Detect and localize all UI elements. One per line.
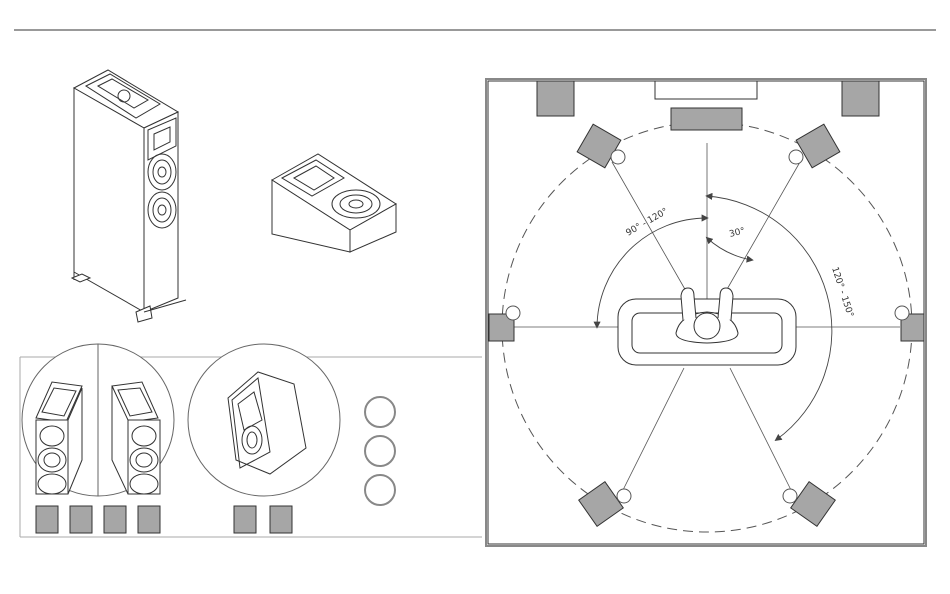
floor-standing-speaker-icon: [72, 70, 186, 322]
speaker-options-panel: [20, 344, 482, 537]
option-circle-icon: [365, 397, 395, 427]
subwoofer-left: [537, 81, 574, 116]
screen: [655, 81, 757, 99]
speaker-square-icon: [234, 506, 256, 533]
speaker-square-icon: [270, 506, 292, 533]
tower-speakers-detail-icon: [22, 344, 174, 496]
subwoofer-right: [842, 81, 879, 116]
wall-speaker-detail-icon: [188, 344, 340, 496]
elevation-speaker-module-icon: [272, 154, 396, 252]
speaker-square-icon: [36, 506, 58, 533]
option-circle-icon: [365, 436, 395, 466]
speaker-square-icon: [138, 506, 160, 533]
room-layout: 30° 90° - 120° 120° - 150°: [486, 79, 926, 546]
speaker-square-icon: [104, 506, 126, 533]
listener-on-sofa-icon: [618, 288, 796, 365]
option-circle-icon: [365, 475, 395, 505]
speaker-square-icon: [70, 506, 92, 533]
center-speaker: [671, 108, 742, 130]
